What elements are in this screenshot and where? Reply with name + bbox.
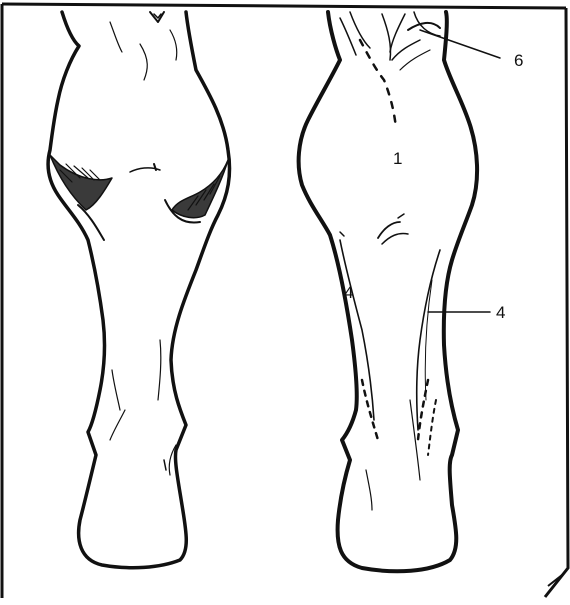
label-1: 1 bbox=[393, 149, 402, 168]
label-4-left: 4 bbox=[344, 283, 353, 302]
left-leg-drawing bbox=[48, 12, 229, 568]
diagram-labels: 1 4 4 6 bbox=[344, 51, 523, 322]
label-6: 6 bbox=[514, 51, 523, 70]
label-4-right: 4 bbox=[496, 303, 505, 322]
frame bbox=[2, 4, 568, 598]
right-leg-drawing bbox=[299, 12, 500, 571]
